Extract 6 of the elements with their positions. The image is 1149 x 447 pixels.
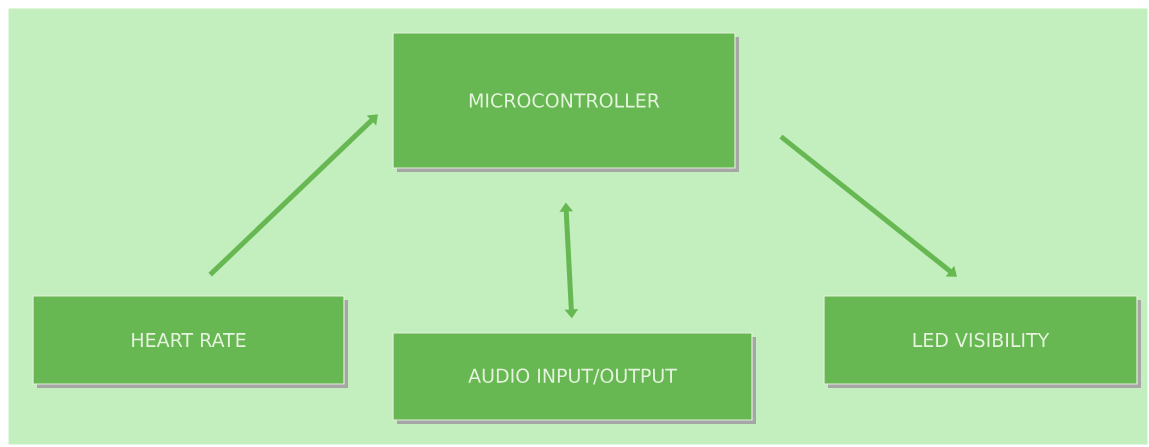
process-box: LED VISIBILITY <box>823 295 1141 388</box>
process-box: MICROCONTROLLER <box>392 32 739 172</box>
process-box: AUDIO INPUT/OUTPUT <box>392 332 756 424</box>
arrow <box>208 114 378 277</box>
process-box: HEART RATE <box>32 295 348 388</box>
arrow <box>779 134 957 277</box>
